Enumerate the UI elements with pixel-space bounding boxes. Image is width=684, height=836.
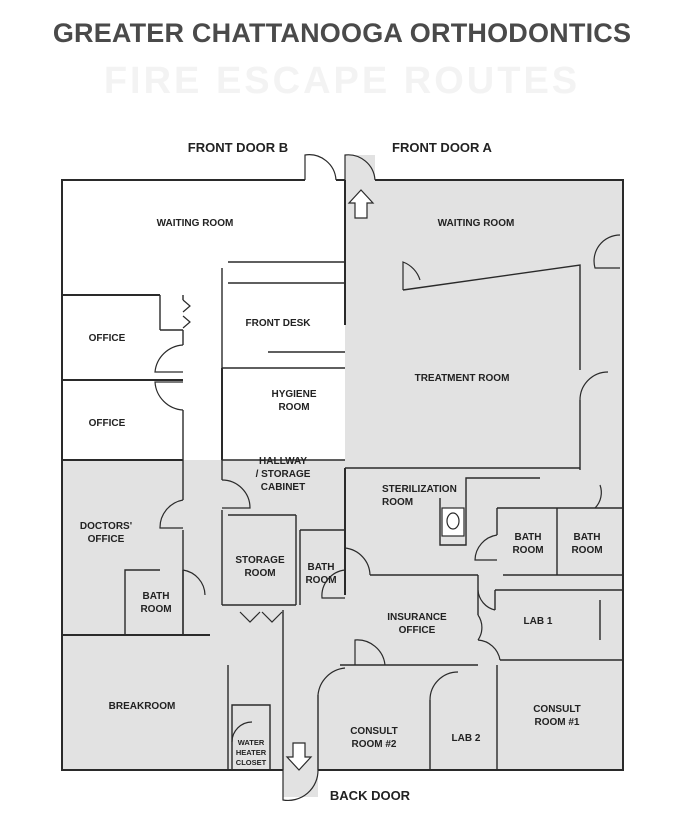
sink (441, 507, 465, 537)
label-bath-left-2: ROOM (140, 604, 171, 615)
label-consult2-1: CONSULT (350, 726, 398, 737)
label-storage-room-1: STORAGE (235, 555, 285, 566)
door-swing-consult2 (317, 667, 346, 696)
label-bath-right1-1: BATH (514, 532, 541, 543)
label-consult1-1: CONSULT (533, 704, 581, 715)
door-swing-office2 (154, 381, 184, 411)
label-front-door-a: FRONT DOOR A (392, 140, 493, 155)
wall-treatment-top (402, 264, 581, 370)
wall-bath-left (124, 569, 160, 635)
label-insurance-2: OFFICE (399, 625, 436, 636)
label-front-desk: FRONT DESK (246, 318, 312, 329)
label-sterilization-2: ROOM (382, 497, 413, 508)
label-bath-right2-2: ROOM (571, 545, 602, 556)
door-swing-bath-r1 (474, 534, 498, 561)
shade-door-a (345, 155, 375, 185)
label-sterilization-1: STERILIZATION (382, 484, 457, 495)
door-swing-back (282, 769, 319, 802)
label-doctors-office-1: DOCTORS' (80, 521, 132, 532)
label-lab-1: LAB 1 (524, 616, 553, 627)
door-swing-lab1-b (477, 639, 501, 661)
door-swing-insurance (477, 614, 483, 641)
door-swing-sterilization (344, 547, 371, 576)
label-consult2-2: ROOM #2 (351, 739, 396, 750)
door-swing-waiting-a (593, 234, 621, 269)
label-bath-right1-2: ROOM (512, 545, 543, 556)
label-bath-center-2: ROOM (305, 575, 336, 586)
door-swing-treatment (402, 261, 421, 290)
label-office-1: OFFICE (89, 333, 126, 344)
label-breakroom: BREAKROOM (109, 701, 176, 712)
door-swing-treatment-right (579, 371, 609, 401)
label-bath-left-1: BATH (142, 591, 169, 602)
label-hygiene-room-1: HYGIENE (271, 389, 316, 400)
shade-waiting-a (345, 180, 623, 260)
label-office-2: OFFICE (89, 418, 126, 429)
escape-arrows (285, 189, 375, 771)
label-waiting-room-a: WAITING ROOM (438, 218, 515, 229)
arrow-down-icon (285, 742, 313, 771)
door-swings (154, 154, 621, 802)
label-storage-room-2: ROOM (244, 568, 275, 579)
wall-sterilization (439, 477, 540, 546)
door-swing-insurance-b (354, 639, 386, 666)
door-swing-office1 (154, 344, 184, 373)
label-lab-2: LAB 2 (452, 733, 481, 744)
door-swing-bath-left (182, 569, 206, 596)
label-hallway-3: CABINET (261, 482, 305, 493)
label-front-door-b: FRONT DOOR B (188, 140, 288, 155)
door-swing-bath-center (321, 569, 346, 599)
label-hallway-1: HALLWAY (259, 456, 307, 467)
door-swing-storage-a (239, 611, 261, 623)
door-swing-water-heater (231, 721, 253, 743)
outer-walls (61, 179, 624, 771)
door-swing-front-b (304, 154, 337, 181)
door-swing-closet (182, 299, 191, 329)
label-consult1-2: ROOM #1 (534, 717, 579, 728)
shade-treatment (345, 260, 623, 460)
label-doctors-office-2: OFFICE (88, 534, 125, 545)
label-hygiene-room-2: ROOM (278, 402, 309, 413)
page-title: GREATER CHATTANOOGA ORTHODONTICS (52, 18, 632, 48)
page-subtitle: FIRE ESCAPE ROUTES (103, 60, 581, 102)
label-water-heater-1: WATER (238, 738, 265, 747)
interior-walls (62, 180, 623, 770)
shade-lower (62, 460, 623, 770)
door-swing-front-a (344, 154, 376, 181)
label-hallway-2: / STORAGE (256, 469, 311, 480)
label-bath-right2-1: BATH (573, 532, 600, 543)
label-water-heater-3: CLOSET (236, 758, 267, 767)
outer-wall-right (318, 179, 624, 771)
door-swing-bath-r2 (594, 484, 602, 509)
outer-wall-left (61, 179, 305, 771)
label-water-heater-2: HEATER (236, 748, 267, 757)
arrow-up-icon (347, 189, 375, 219)
label-waiting-room-b: WAITING ROOM (157, 218, 234, 229)
door-swing-hallway (221, 479, 251, 509)
label-treatment-room: TREATMENT ROOM (415, 373, 510, 384)
door-swing-lab2 (429, 671, 459, 701)
label-back-door: BACK DOOR (330, 788, 411, 803)
door-swing-doctors (159, 499, 184, 529)
door-swing-storage-b (261, 611, 283, 623)
room-labels: WAITING ROOM WAITING ROOM OFFICE OFFICE … (80, 218, 603, 767)
door-labels: FRONT DOOR B FRONT DOOR A BACK DOOR (188, 140, 493, 803)
door-swing-lab1 (477, 589, 496, 611)
shaded-zones (62, 155, 623, 797)
label-insurance-1: INSURANCE (387, 612, 447, 623)
label-bath-center-1: BATH (307, 562, 334, 573)
